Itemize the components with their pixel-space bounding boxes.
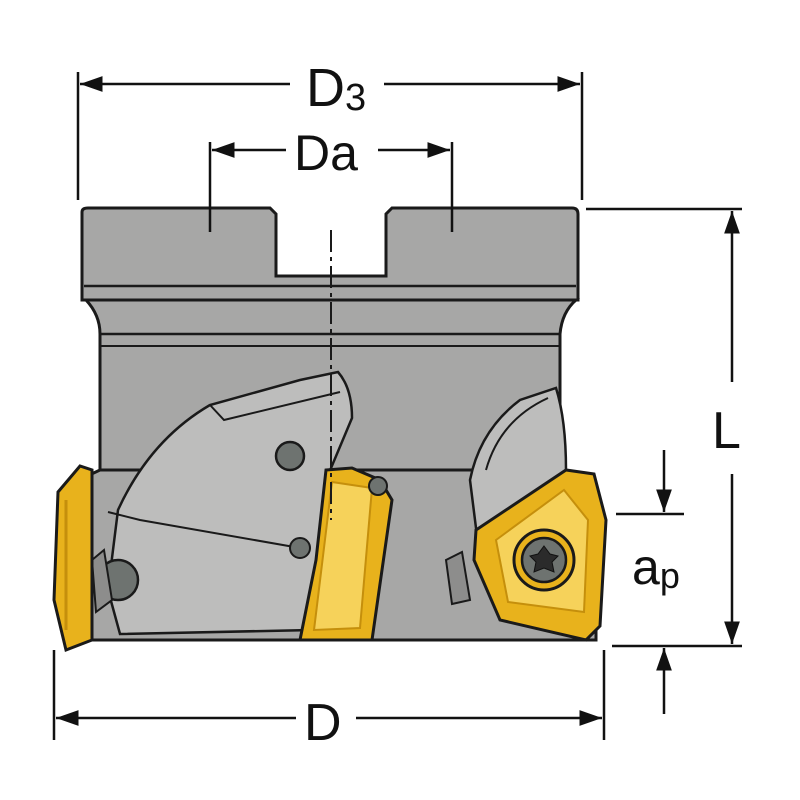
d3-label: D3 [306,58,366,119]
coolant-hole [289,537,311,559]
pocket-ridge [485,397,549,471]
da-label: Da [294,125,358,181]
cutter-flange [80,206,580,302]
l-label: L [712,402,741,460]
insert-facet [312,480,374,632]
insert-screw [368,476,388,496]
left-insert [52,464,94,653]
d3-main: D [306,58,345,118]
d3-subscript: 3 [345,77,366,119]
ap-subscript: p [660,555,680,596]
pocket-ridge [209,391,341,422]
d-label: D [304,694,342,752]
coolant-hole [274,440,306,472]
ap-label: ap [632,539,680,596]
screw-seat [444,550,472,606]
inserts [52,464,608,653]
chip-pocket [106,370,354,636]
screw-seat [90,548,114,614]
pocket-ridge [107,511,301,549]
ap-main: a [632,539,660,595]
dimensions: D3 Da L ap D [52,58,742,752]
torx-socket [529,545,559,573]
